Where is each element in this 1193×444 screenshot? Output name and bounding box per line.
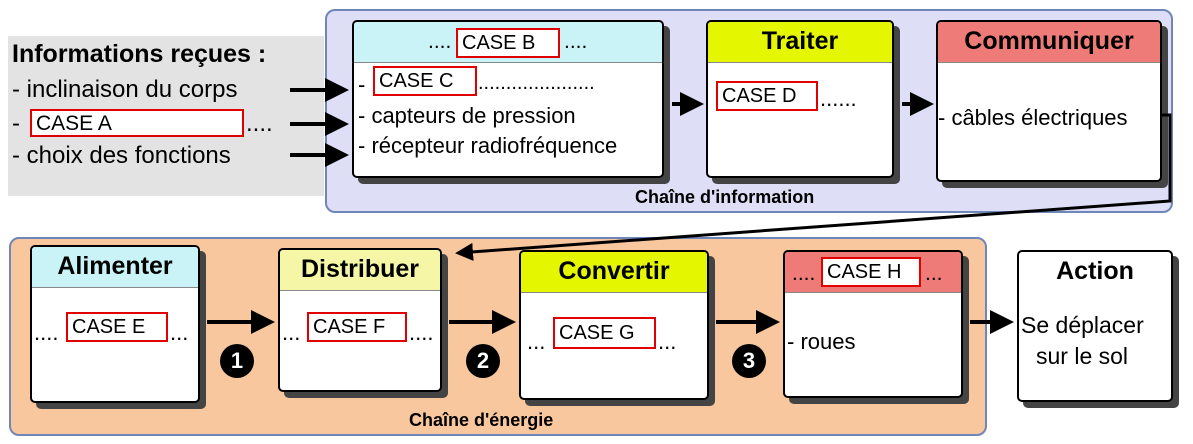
action-block-header: Action	[1056, 257, 1134, 285]
case-d-box[interactable]: CASE D	[716, 81, 818, 111]
information-chain-label: Chaîne d'information	[635, 187, 815, 207]
communicate-block: Communiquer	[936, 20, 1162, 182]
case-g-box[interactable]: CASE G	[553, 317, 656, 349]
transmit-line-wheels: - roues	[787, 329, 856, 354]
acquire-line1-prefix: -	[358, 72, 366, 97]
input-line-case-a-suffix: ....	[246, 110, 273, 137]
marker-3: 3	[732, 344, 766, 378]
process-case-d-suffix: ......	[820, 86, 857, 111]
convert-suffix: ...	[658, 329, 677, 354]
convert-block-header: Convertir	[521, 252, 707, 293]
distribute-block-header: Distribuer	[280, 250, 440, 291]
supply-prefix: ....	[34, 320, 59, 345]
action-block: Action	[1017, 250, 1173, 402]
process-block-header: Traiter	[708, 22, 892, 63]
case-c-box[interactable]: CASE C	[373, 66, 477, 96]
transmit-head-suffix: ...	[925, 262, 943, 285]
received-information-title: Informations reçues :	[12, 40, 267, 68]
communicate-line-cables: - câbles électriques	[938, 105, 1128, 130]
process-block: Traiter	[706, 20, 894, 178]
arrow-communicate-distribute	[455, 113, 1172, 261]
distribute-suffix: ....	[409, 320, 434, 345]
acquire-line-pressure-sensors: - capteurs de pression	[358, 103, 576, 128]
distribute-prefix: ...	[282, 320, 301, 345]
supply-block-header: Alimenter	[32, 247, 198, 288]
convert-prefix: ...	[527, 329, 546, 354]
action-line1: Se déplacer	[1021, 312, 1144, 338]
case-a-box[interactable]: CASE A	[30, 109, 244, 137]
energy-chain-label: Chaîne d'énergie	[409, 410, 554, 430]
input-line-functions: - choix des fonctions	[12, 142, 231, 169]
acquire-line1-suffix: .....................	[478, 72, 595, 94]
acquire-head-suffix: ....	[564, 30, 588, 53]
marker-1: 1	[220, 344, 254, 378]
marker-2: 2	[466, 344, 500, 378]
acquire-head-prefix: ....	[428, 30, 452, 53]
case-h-box[interactable]: CASE H	[821, 257, 921, 287]
supply-suffix: ...	[170, 320, 189, 345]
action-line2: sur le sol	[1036, 343, 1129, 369]
case-b-box[interactable]: CASE B	[456, 28, 560, 58]
communicate-block-header: Communiquer	[938, 22, 1160, 63]
case-e-box[interactable]: CASE E	[66, 312, 168, 342]
case-f-box[interactable]: CASE F	[307, 312, 407, 342]
input-line-inclination: - inclinaison du corps	[12, 76, 238, 103]
input-line-case-a-prefix: -	[12, 110, 20, 137]
transmit-head-prefix: ....	[792, 262, 816, 285]
acquire-line-rf-receiver: - récepteur radiofréquence	[358, 133, 618, 158]
